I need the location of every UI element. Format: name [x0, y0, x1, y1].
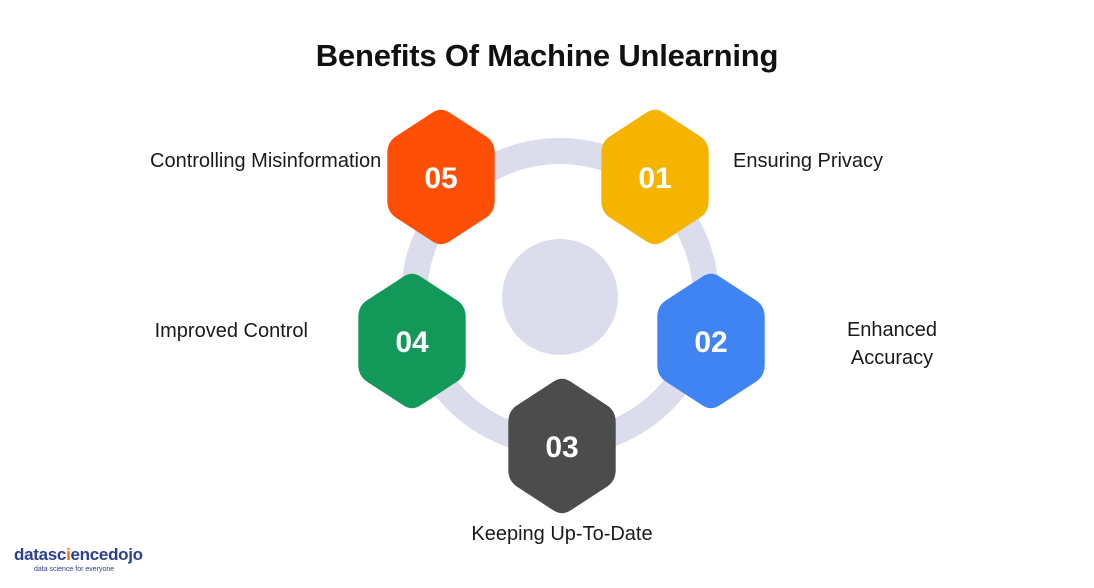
- logo-text-part2: ence: [70, 545, 109, 564]
- page-title: Benefits Of Machine Unlearning: [315, 38, 779, 73]
- label-improved-control: Improved Control: [100, 317, 308, 345]
- hexagon-02: [657, 273, 765, 409]
- logo-i-mark: i: [66, 545, 71, 564]
- hexagon-number-03: 03: [545, 431, 578, 464]
- label-keeping-up-to-date: Keeping Up-To-Date: [412, 520, 712, 548]
- hexagon-number-05: 05: [424, 162, 457, 195]
- hexagon-group: 01 02 03 04 05: [358, 109, 765, 514]
- hexagon-03: [508, 378, 616, 514]
- logo-tagline: data science for everyone: [34, 566, 115, 573]
- hexagon-01: [601, 109, 709, 245]
- label-03-text: Keeping Up-To-Date: [471, 523, 653, 545]
- label-enhanced-accuracy: Enhanced Accuracy: [822, 316, 962, 372]
- hexagon-number-02: 02: [694, 326, 727, 359]
- hexagon-number-01: 01: [638, 162, 671, 195]
- hexagon-05: [387, 109, 495, 245]
- logo-text-part3: dojo: [108, 545, 143, 564]
- logo-wordmark: datasciencedojo: [14, 546, 154, 564]
- datasciencedojo-logo: datasciencedojo data science for everyon…: [14, 546, 154, 582]
- label-01-text: Ensuring Privacy: [733, 150, 884, 172]
- hexagon-number-04: 04: [395, 326, 429, 359]
- logo-text-part1: datasc: [14, 545, 67, 564]
- center-circle: [502, 239, 618, 355]
- label-controlling-misinformation: Controlling Misinformation: [150, 147, 381, 175]
- label-05-text: Controlling Misinformation: [150, 150, 382, 172]
- hexagon-04: [358, 273, 466, 409]
- label-02-text: Enhanced Accuracy: [846, 319, 938, 369]
- label-ensuring-privacy: Ensuring Privacy: [733, 147, 883, 175]
- label-04-text: Improved Control: [154, 320, 308, 342]
